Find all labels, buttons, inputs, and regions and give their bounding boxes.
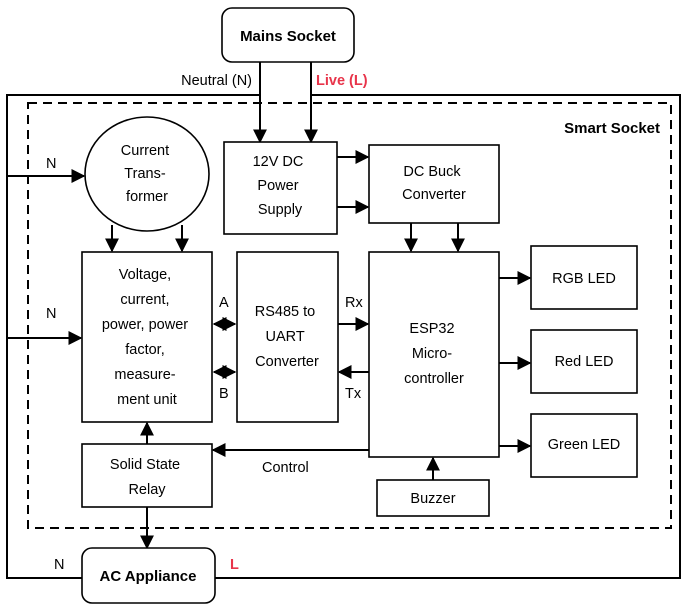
smart-socket-label: Smart Socket: [564, 120, 660, 137]
power-supply-label: 12V DC Power Supply: [253, 154, 308, 218]
buzzer-label: Buzzer: [410, 491, 455, 507]
rx-label: Rx: [345, 295, 363, 311]
rgb-led-label: RGB LED: [552, 271, 616, 287]
rs485-label: RS485 to UART Converter: [255, 304, 320, 370]
relay-label: Solid State Relay: [110, 457, 184, 498]
buck-converter-label: DC Buck Converter: [402, 164, 466, 203]
relay-box: [81, 443, 213, 508]
measurement-unit-label: Voltage, current, power, power factor, m…: [102, 267, 192, 408]
mains-socket-label: Mains Socket: [240, 28, 336, 45]
measurement-unit-box: [81, 251, 213, 423]
a-label: A: [219, 295, 229, 311]
b-label: B: [219, 386, 229, 402]
buzzer-box: [376, 479, 490, 517]
smart-socket-region: [27, 102, 672, 529]
mains-socket-box: [221, 7, 355, 63]
control-label: Control: [262, 460, 309, 476]
esp32-box: [368, 251, 500, 458]
n-appliance-label: N: [54, 557, 64, 573]
ac-appliance-box: [81, 547, 216, 604]
red-led-box: [530, 329, 638, 394]
neutral-label: Neutral (N): [181, 73, 252, 89]
ac-appliance-label: AC Appliance: [100, 568, 197, 585]
l-appliance-label: L: [230, 557, 239, 573]
esp32-label: ESP32 Micro- controller: [404, 321, 464, 387]
live-label: Live (L): [316, 73, 368, 89]
red-led-label: Red LED: [555, 354, 614, 370]
rgb-led-box: [530, 245, 638, 310]
tx-label: Tx: [345, 386, 362, 402]
buck-converter-box: [368, 144, 500, 224]
green-led-label: Green LED: [548, 437, 621, 453]
n-mu-label: N: [46, 306, 56, 322]
power-supply-box: [223, 141, 338, 235]
neutral-outer-wire: [6, 62, 261, 579]
live-outer-wire: [215, 62, 681, 579]
n-ct-label: N: [46, 156, 56, 172]
current-transformer-label: Current Trans- former: [121, 143, 173, 205]
rs485-box: [236, 251, 339, 423]
